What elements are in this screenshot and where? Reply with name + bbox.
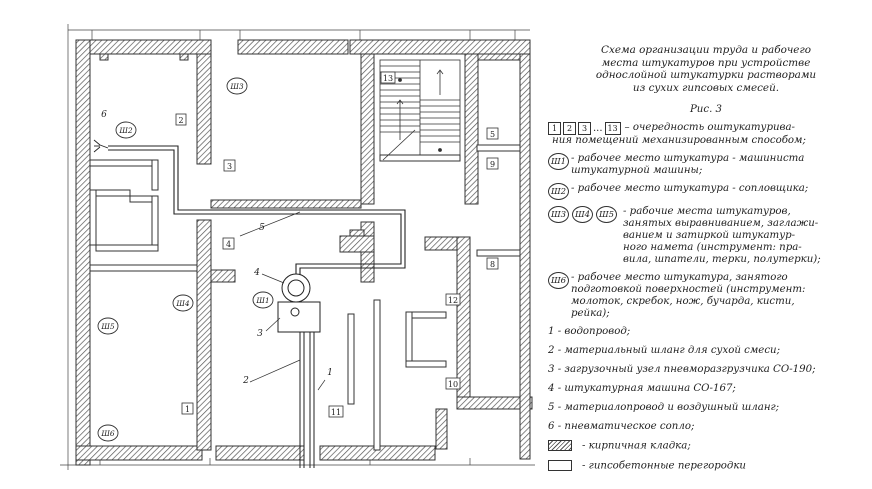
room-5-number: 5 xyxy=(490,130,495,139)
equipment-4-label: 4 xyxy=(253,268,260,278)
material-hose xyxy=(108,145,406,282)
legend-brick: - кирпичная кладка; xyxy=(548,440,864,453)
room-4-number: 4 xyxy=(226,240,231,249)
worker-markers xyxy=(97,77,274,442)
legend-text: занятых выравниванием, заглажи- xyxy=(623,218,819,229)
queue-box: 1 xyxy=(548,122,561,135)
legend-queue: 1 2 3 ... 13 – очередность оштукатурива-… xyxy=(548,122,864,147)
room-13-number: 13 xyxy=(383,74,393,83)
worker-symbol: Ш1 xyxy=(548,153,569,170)
gypsum-swatch xyxy=(548,459,572,471)
legend-text: - рабочее место штукатура, занятого xyxy=(571,272,788,283)
worker-symbol: Ш4 xyxy=(572,206,593,223)
equipment-item: 3 - загрузочный узел пневморазгрузчика С… xyxy=(548,364,816,375)
leader-lines xyxy=(239,211,326,391)
supply-lines xyxy=(299,332,315,468)
title-line: Схема организации труда и рабочего xyxy=(601,44,811,56)
equipment-item: 2 - материальный шланг для сухой смеси; xyxy=(548,345,781,356)
dimension-lines xyxy=(60,24,535,470)
equipment-item: 4 - штукатурная машина СО-167; xyxy=(548,383,736,394)
title-line: однослойной штукатурки растворами xyxy=(595,69,817,81)
figure-caption: Рис. 3 xyxy=(689,104,723,115)
legend-worker-2: Ш2 - рабочее место штукатура - сопловщик… xyxy=(548,183,864,200)
worker-6-label: Ш6 xyxy=(100,429,115,438)
room-9-number: 9 xyxy=(490,160,495,169)
title-line: из сухих гипсовых смесей. xyxy=(632,81,780,94)
room-10-number: 10 xyxy=(448,380,458,389)
worker-symbol: Ш6 xyxy=(548,272,569,289)
room-11-number: 11 xyxy=(331,408,341,417)
legend-text: вила, шпатели, терки, полутерки); xyxy=(623,254,821,265)
queue-boxes: 1 2 3 ... 13 xyxy=(548,122,621,135)
equipment-1-label: 1 xyxy=(327,368,333,378)
gypsum-partitions xyxy=(89,144,521,451)
worker-labels: Ш2 Ш3 Ш4 Ш1 Ш5 Ш6 xyxy=(100,82,269,438)
legend-worker-6: Ш6 - рабочее место штукатура, занятого п… xyxy=(548,272,864,320)
legend-text: молоток, скребок, нож, бучарда, кисти, xyxy=(571,296,795,307)
worker-symbol: Ш5 xyxy=(596,206,617,223)
legend-text: - рабочие места штукатуров, xyxy=(623,206,791,217)
worker-symbol: Ш3 xyxy=(548,206,569,223)
room-1-number: 1 xyxy=(185,405,190,414)
legend-gypsum: - гипсобетонные перегородки xyxy=(548,459,864,473)
worker-3-label: Ш3 xyxy=(229,82,244,91)
room-8-number: 8 xyxy=(490,260,495,269)
brick-walls xyxy=(75,39,533,466)
legend-text: ния помещений механизированным способом; xyxy=(552,135,806,146)
equipment-item: 6 - пневматическое сопло; xyxy=(548,421,695,432)
plastering-machine xyxy=(277,273,321,333)
legend-text: штукатурной машины; xyxy=(571,165,703,176)
legend-text: - гипсобетонные перегородки xyxy=(582,460,746,471)
legend-text: ного намета (инструмент: пра- xyxy=(623,242,802,253)
queue-box: 3 xyxy=(578,122,591,135)
equipment-item: 5 - материалопровод и воздушный шланг; xyxy=(548,402,780,413)
legend-text: - кирпичная кладка; xyxy=(582,440,691,452)
nozzle xyxy=(93,139,109,153)
worker-1-label: Ш1 xyxy=(255,296,269,305)
mixer-block xyxy=(339,229,375,253)
brick-swatch xyxy=(548,440,572,451)
scheme-title: Схема организации труда и рабочего места… xyxy=(548,44,864,94)
equipment-2-label: 2 xyxy=(242,376,249,386)
worker-5-label: Ш5 xyxy=(100,322,115,331)
legend-panel: Схема организации труда и рабочего места… xyxy=(548,44,864,479)
room-12-number: 12 xyxy=(448,296,458,305)
worker-symbol: Ш2 xyxy=(548,183,569,200)
floor-plan-drawing: 2 3 4 5 9 8 13 12 10 11 1 Ш2 Ш3 Ш4 Ш1 Ш5… xyxy=(60,24,535,470)
legend-text: ванием и затиркой штукатур- xyxy=(623,230,796,241)
equipment-5-label: 5 xyxy=(259,223,265,233)
legend-text: – очередность оштукатурива- xyxy=(624,122,795,133)
legend-text: рейка); xyxy=(571,308,610,319)
room-3-number: 3 xyxy=(227,162,232,171)
legend-text: - рабочее место штукатура - сопловщика; xyxy=(571,183,809,194)
worker-symbols: Ш3 Ш4 Ш5 xyxy=(548,206,619,223)
room-2-number: 2 xyxy=(178,116,183,125)
legend-text: - рабочее место штукатура - машиниста xyxy=(571,153,805,164)
legend-workers-3-5: Ш3 Ш4 Ш5 - рабочие места штукатуров, зан… xyxy=(548,206,864,266)
room-number-labels: 2 3 4 5 9 8 13 12 10 11 1 xyxy=(178,74,495,417)
worker-2-label: Ш2 xyxy=(118,126,133,135)
stairwell xyxy=(379,59,461,161)
equipment-list: 1 - водопровод; 2 - материальный шланг д… xyxy=(548,326,864,433)
queue-dots: ... xyxy=(593,122,603,134)
queue-box: 2 xyxy=(563,122,576,135)
room-number-boxes xyxy=(175,71,499,418)
equipment-item: 1 - водопровод; xyxy=(548,326,631,337)
equipment-3-label: 3 xyxy=(257,329,263,339)
legend-text: подготовкой поверхностей (инструмент: xyxy=(571,284,806,295)
equipment-6-label: 6 xyxy=(101,110,107,120)
equipment-labels: 6 5 4 3 2 1 xyxy=(101,110,333,386)
queue-box: 13 xyxy=(604,122,621,135)
worker-4-label: Ш4 xyxy=(175,299,190,308)
title-line: места штукатуров при устройстве xyxy=(601,56,811,69)
legend-worker-1: Ш1 - рабочее место штукатура - машиниста… xyxy=(548,153,864,177)
